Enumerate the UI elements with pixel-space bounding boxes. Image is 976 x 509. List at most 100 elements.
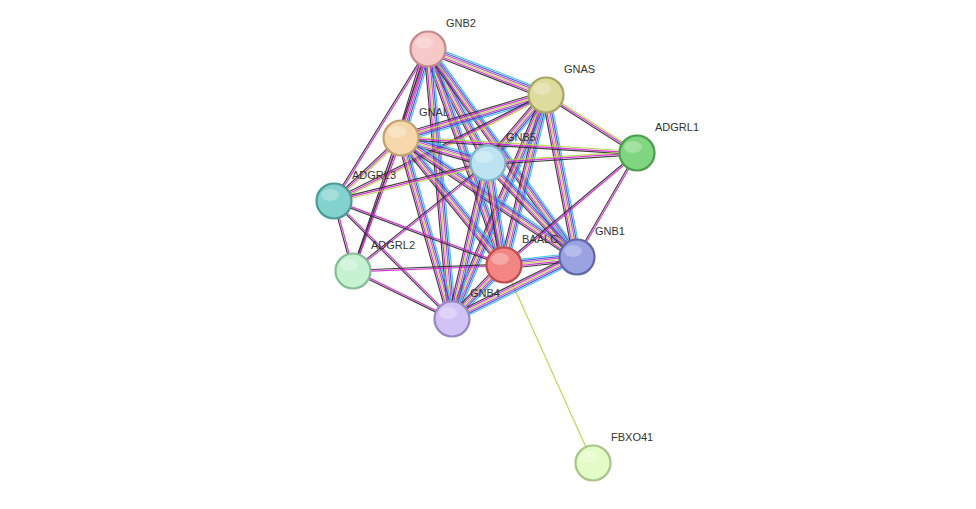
interaction-edge <box>351 207 488 260</box>
node-highlight <box>415 37 433 49</box>
node-circle <box>485 246 523 284</box>
protein-node: ADGRL1 <box>618 134 656 172</box>
interaction-edge <box>343 64 419 186</box>
node-highlight <box>491 253 509 265</box>
node-highlight <box>388 126 406 138</box>
evidence-line <box>487 181 497 247</box>
evidence-line <box>351 207 487 258</box>
evidence-line <box>503 173 567 241</box>
node-circle <box>469 144 507 182</box>
node-highlight <box>321 189 339 201</box>
interaction-edge <box>371 265 486 271</box>
evidence-line <box>338 219 348 254</box>
evidence-line <box>454 180 482 301</box>
protein-node: GNB2 <box>409 30 447 68</box>
interaction-edge <box>351 166 471 198</box>
interaction-edge <box>455 110 542 304</box>
protein-node: BAALC <box>485 246 523 284</box>
evidence-line <box>552 112 576 239</box>
evidence-line <box>371 265 486 270</box>
node-disc <box>336 254 371 289</box>
node-circle <box>334 252 372 290</box>
evidence-line <box>499 178 563 246</box>
protein-node: GNB5 <box>469 144 507 182</box>
node-circle <box>574 444 612 482</box>
interaction-edge <box>545 112 577 240</box>
node-disc <box>560 240 595 275</box>
evidence-line <box>352 169 471 198</box>
protein-node: GNB1 <box>558 238 596 276</box>
interaction-edge <box>585 168 628 242</box>
node-highlight <box>439 307 457 319</box>
node-highlight <box>533 83 551 95</box>
evidence-line <box>370 278 437 310</box>
interaction-edge <box>487 180 505 248</box>
protein-node: GNAS <box>527 76 565 114</box>
evidence-line <box>585 168 627 241</box>
evidence-line <box>339 218 349 253</box>
evidence-line <box>502 174 566 242</box>
node-label: GNB4 <box>470 287 500 299</box>
evidence-line <box>455 180 483 301</box>
evidence-line <box>488 181 498 247</box>
evidence-line <box>511 281 585 446</box>
node-disc <box>471 146 506 181</box>
evidence-line <box>418 99 528 132</box>
interaction-edge <box>369 278 436 312</box>
interaction-edge <box>443 52 530 92</box>
evidence-line <box>547 113 571 240</box>
node-highlight <box>475 151 493 163</box>
node-disc <box>576 446 611 481</box>
evidence-line <box>452 180 480 301</box>
interaction-edge <box>338 218 349 254</box>
protein-node: FBXO41 <box>574 444 612 482</box>
node-circle <box>409 30 447 68</box>
evidence-line <box>550 113 574 240</box>
interaction-edge <box>560 103 622 144</box>
node-disc <box>317 184 352 219</box>
interaction-edge <box>497 173 567 246</box>
protein-node: GNAL <box>382 119 420 157</box>
protein-node: GNB4 <box>433 300 471 338</box>
evidence-line <box>444 56 528 89</box>
node-label: ADGRL2 <box>371 239 415 251</box>
evidence-line <box>549 113 573 240</box>
node-disc <box>384 121 419 156</box>
evidence-line <box>587 169 629 242</box>
evidence-line <box>408 155 449 301</box>
node-circle <box>433 300 471 338</box>
evidence-line <box>497 179 561 247</box>
node-circle <box>618 134 656 172</box>
evidence-line <box>506 156 619 164</box>
node-circle <box>558 238 596 276</box>
protein-node: ADGRL3 <box>315 182 353 220</box>
node-highlight <box>624 141 642 153</box>
node-disc <box>529 78 564 113</box>
evidence-line <box>446 53 530 86</box>
interaction-edge <box>511 281 585 446</box>
evidence-line <box>560 106 621 145</box>
node-label: GNB2 <box>446 17 476 29</box>
evidence-line <box>344 65 419 186</box>
node-label: GNAS <box>564 63 595 75</box>
evidence-line <box>351 208 487 259</box>
node-circle <box>382 119 420 157</box>
node-label: ADGRL3 <box>352 169 396 181</box>
node-label: ADGRL1 <box>655 121 699 133</box>
node-label: GNAL <box>419 106 449 118</box>
node-label: GNB1 <box>595 225 625 237</box>
evidence-line <box>517 164 622 253</box>
node-circle <box>527 76 565 114</box>
node-label: FBXO41 <box>611 431 653 443</box>
evidence-line <box>500 177 564 245</box>
node-disc <box>620 136 655 171</box>
node-label: GNB5 <box>506 131 536 143</box>
evidence-line <box>506 154 619 162</box>
node-highlight <box>340 259 358 271</box>
evidence-line <box>562 103 623 142</box>
node-highlight <box>564 245 582 257</box>
interaction-edge <box>506 153 619 164</box>
evidence-line <box>561 105 622 144</box>
